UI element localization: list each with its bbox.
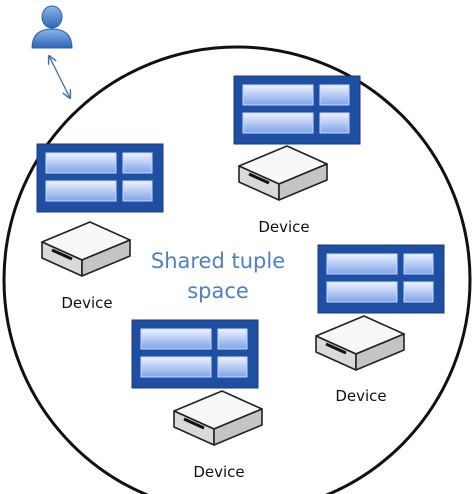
device-label: Device bbox=[193, 463, 244, 481]
tuple-icon bbox=[131, 319, 259, 389]
tuple-icon bbox=[36, 143, 164, 213]
device-icon bbox=[238, 145, 328, 201]
device-label: Device bbox=[335, 387, 386, 405]
device-label: Device bbox=[258, 218, 309, 236]
tuple-icon bbox=[317, 244, 445, 314]
device-icon bbox=[173, 390, 263, 446]
bidirectional-arrow-icon bbox=[49, 56, 70, 98]
space-label-line2: space bbox=[187, 279, 249, 303]
device-icon bbox=[315, 315, 405, 371]
device-icon bbox=[41, 221, 131, 277]
tuple-icon bbox=[233, 75, 361, 145]
space-label-line1: Shared tuple bbox=[151, 249, 285, 273]
user-icon bbox=[31, 5, 73, 49]
device-label: Device bbox=[61, 294, 112, 312]
